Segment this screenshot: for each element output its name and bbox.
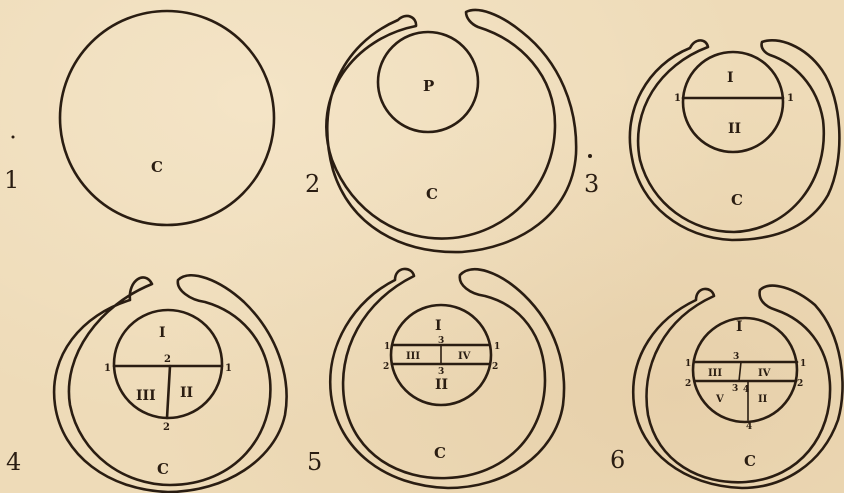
panel-6: 6 I III IV V II 1 1 2 2 3 3 4 4 C xyxy=(610,286,843,488)
outer-cell xyxy=(54,275,286,492)
outer-cell xyxy=(60,11,274,225)
cell-label: C xyxy=(426,185,438,203)
cell-II-label: II xyxy=(728,121,741,137)
panel-5: 5 I III IV II 1 1 2 2 3 3 C xyxy=(307,269,564,488)
panel-number: 4 xyxy=(6,448,21,476)
outer-cell xyxy=(630,40,840,240)
cleavage-line-3 xyxy=(739,362,741,381)
panel-number: 1 xyxy=(4,166,19,194)
mark-2-top: 2 xyxy=(164,354,171,365)
cell-II-label: II xyxy=(758,394,768,405)
mark-1-left: 1 xyxy=(674,93,681,104)
mark-2-left: 2 xyxy=(383,362,389,372)
mark-1-left: 1 xyxy=(104,363,111,374)
embryo xyxy=(683,52,783,152)
mark-3-bottom: 3 xyxy=(438,367,444,377)
stray-dot xyxy=(588,154,592,158)
mark-3-top: 3 xyxy=(733,352,739,362)
cell-I-label: I xyxy=(736,319,743,335)
cell-I-label: I xyxy=(435,318,442,334)
panel-4: 4 I III II 1 1 2 2 C xyxy=(6,275,287,492)
panel-number: 2 xyxy=(305,170,320,198)
panel-number: 3 xyxy=(584,170,599,198)
cell-II-label: II xyxy=(435,377,448,393)
mark-3-bottom: 3 xyxy=(732,384,738,394)
panel-number: 6 xyxy=(610,446,625,474)
mark-1-right: 1 xyxy=(494,342,500,352)
panel-number: 5 xyxy=(307,448,322,476)
outer-cell xyxy=(326,10,576,252)
cell-V-label: V xyxy=(715,394,724,405)
cell-IV-label: IV xyxy=(458,351,471,362)
cell-label: C xyxy=(157,460,169,478)
mark-4-top: 4 xyxy=(743,385,749,395)
cell-III-label: III xyxy=(406,351,420,362)
panel-2: 2 P C xyxy=(305,10,576,252)
panel-1: 1 C xyxy=(4,11,274,225)
cell-I-label: I xyxy=(159,325,166,341)
mark-4-bottom: 4 xyxy=(746,422,752,432)
mark-2-bottom: 2 xyxy=(163,422,170,433)
mark-1-right: 1 xyxy=(800,359,806,369)
pronucleus-label: P xyxy=(423,77,434,95)
mark-3-top: 3 xyxy=(438,336,444,346)
mark-1-left: 1 xyxy=(384,342,390,352)
mark-2-right: 2 xyxy=(492,362,498,372)
cell-IV-label: IV xyxy=(758,368,771,379)
cell-III-label: III xyxy=(136,388,156,404)
stray-dot xyxy=(12,136,15,139)
mark-1-right: 1 xyxy=(787,93,794,104)
cell-III-label: III xyxy=(708,368,722,379)
cell-label: C xyxy=(151,158,163,176)
mark-1-left: 1 xyxy=(685,359,691,369)
cell-II-label: II xyxy=(180,385,193,401)
cell-I-label: I xyxy=(727,70,734,86)
panel-3: 3 I II 1 1 C xyxy=(584,40,839,240)
mark-1-right: 1 xyxy=(225,363,232,374)
mark-2-right: 2 xyxy=(797,379,803,389)
cleavage-line-2 xyxy=(167,366,170,418)
mark-2-left: 2 xyxy=(685,379,691,389)
cell-label: C xyxy=(744,452,756,470)
cell-label: C xyxy=(731,191,743,209)
cell-label: C xyxy=(434,444,446,462)
